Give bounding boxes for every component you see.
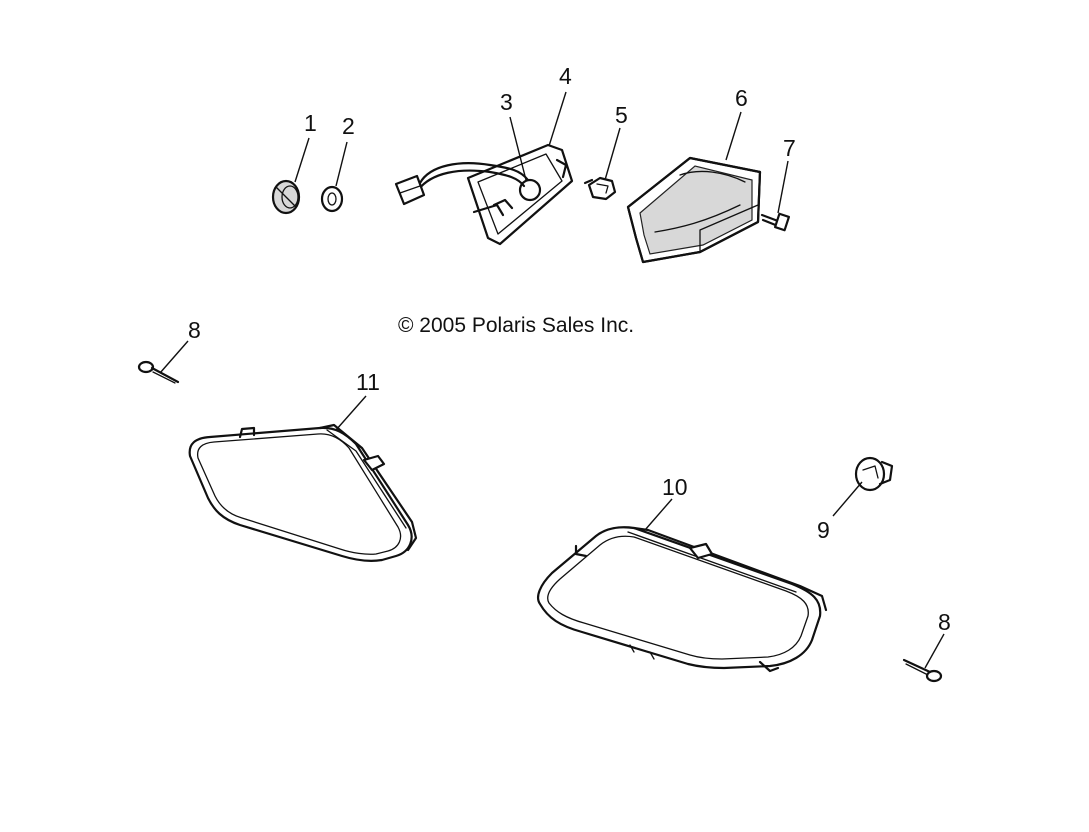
part-1-grommet — [271, 179, 301, 215]
callout-3: 3 — [500, 89, 513, 115]
leader-8-left — [159, 340, 189, 374]
leader-1 — [294, 137, 310, 183]
part-6-taillight-lens — [626, 156, 762, 264]
leader-10 — [644, 498, 673, 531]
callout-10: 10 — [662, 474, 688, 500]
leader-9 — [832, 481, 863, 517]
part-9-bulb — [854, 456, 894, 492]
callout-6: 6 — [735, 85, 748, 111]
callout-5: 5 — [615, 102, 628, 128]
leader-7 — [777, 160, 789, 214]
part-10-headlight-right — [536, 526, 828, 673]
callout-7: 7 — [783, 135, 796, 161]
leader-11 — [335, 395, 367, 431]
callout-4: 4 — [559, 63, 572, 89]
callout-8-left: 8 — [188, 317, 201, 343]
copyright-notice: © 2005 Polaris Sales Inc. — [398, 314, 634, 337]
leader-8-right — [924, 633, 945, 669]
part-8-screw-left — [137, 360, 180, 384]
leader-5 — [604, 127, 621, 181]
callout-9: 9 — [817, 517, 830, 543]
leader-6 — [725, 111, 742, 161]
part-5-bulb — [583, 176, 617, 201]
leader-2 — [335, 141, 348, 187]
wire-harness — [394, 162, 530, 206]
callout-1: 1 — [304, 110, 317, 136]
callout-2: 2 — [342, 113, 355, 139]
callout-11: 11 — [356, 369, 380, 395]
part-7-screw — [760, 212, 791, 232]
part-8-screw-right — [902, 658, 943, 683]
leader-4 — [548, 91, 567, 147]
part-11-headlight-left — [188, 423, 418, 562]
part-2-washer — [320, 185, 344, 213]
callout-8-right: 8 — [938, 609, 951, 635]
part-4-bracket-plate — [466, 143, 574, 246]
leader-3 — [509, 116, 527, 181]
part-3-bulb-socket — [518, 178, 542, 202]
